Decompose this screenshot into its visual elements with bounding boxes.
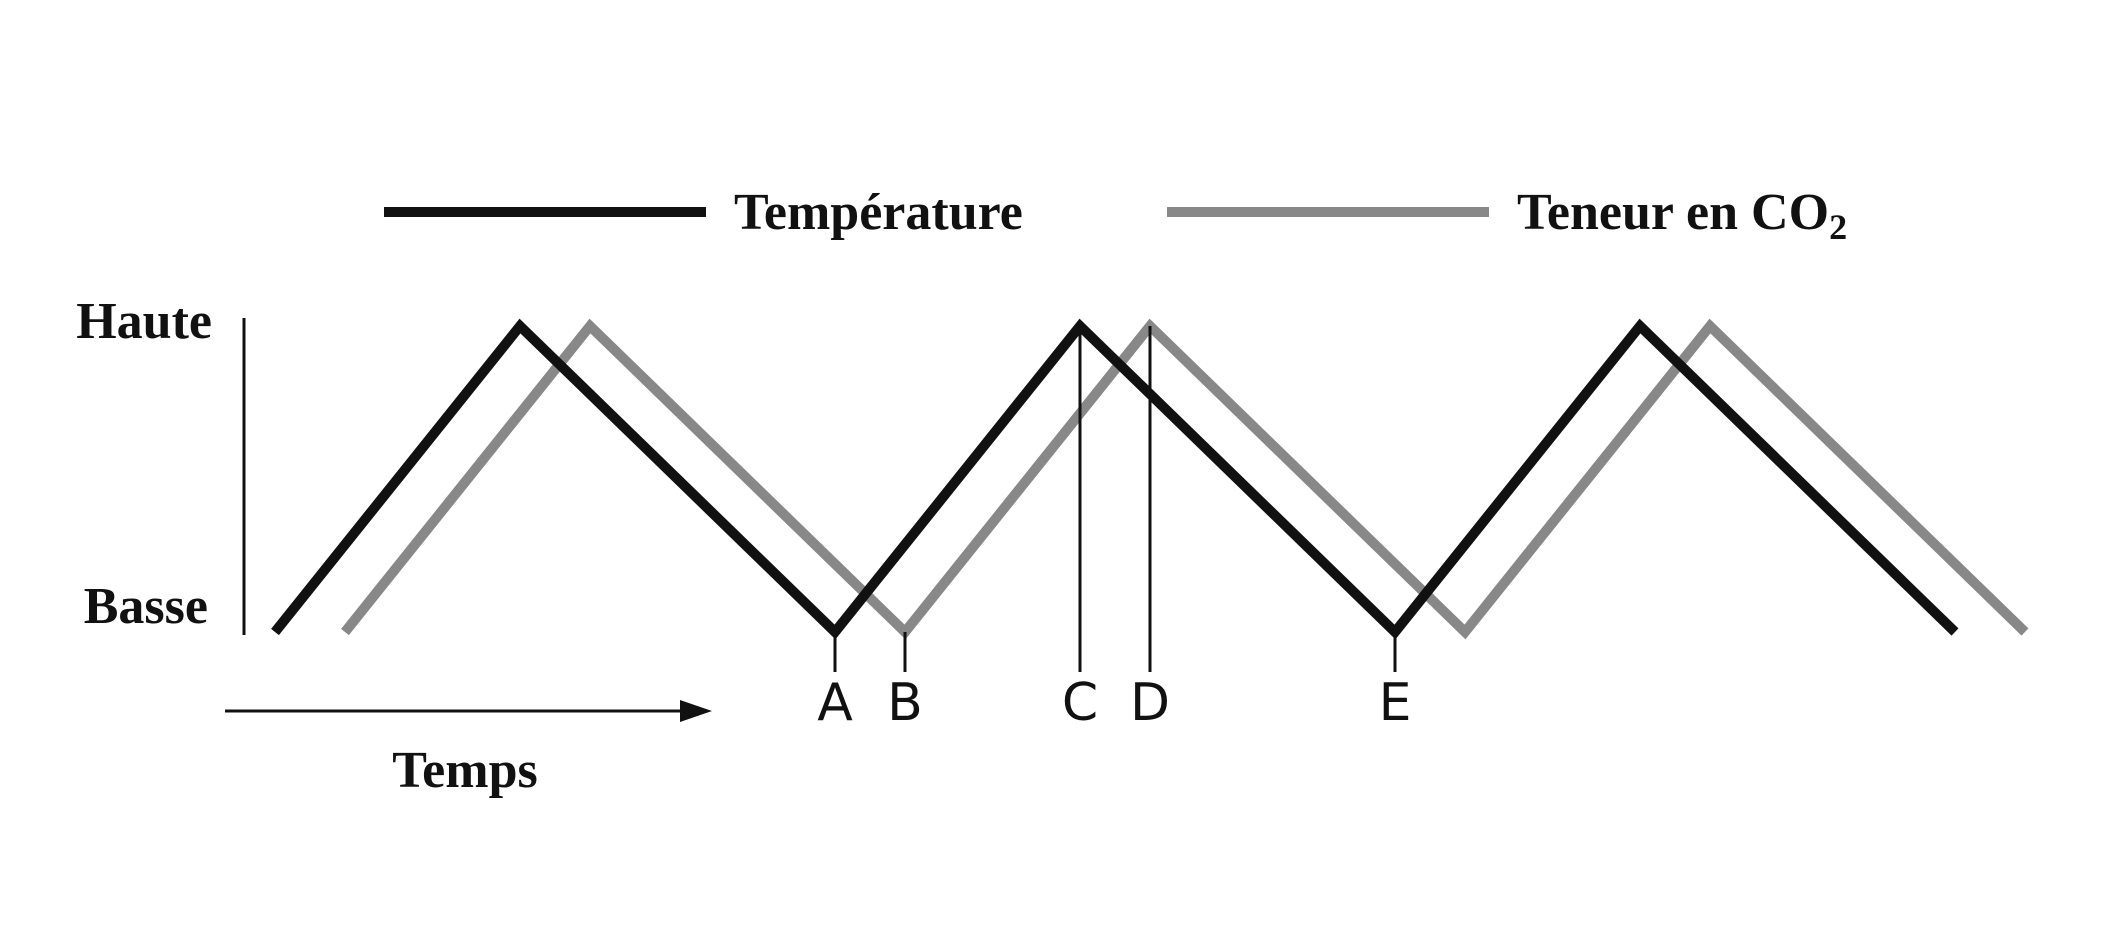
y-tick-label-low: Basse xyxy=(84,578,208,635)
legend-label-temperature: Température xyxy=(734,184,1023,241)
marker-label-d: D xyxy=(1130,673,1170,733)
x-axis: Temps xyxy=(225,700,712,799)
marker-label-e: E xyxy=(1379,673,1412,733)
time-arrow-head xyxy=(680,700,712,722)
legend: Température Teneur en CO2 xyxy=(384,184,1847,247)
series-line-co2 xyxy=(341,318,2029,640)
marker-label-b: B xyxy=(887,673,923,733)
marker-label-c: C xyxy=(1062,673,1098,733)
marker-label-a: A xyxy=(817,673,853,733)
legend-label-co2: Teneur en CO2 xyxy=(1517,184,1847,247)
legend-label-co2-main: Teneur en CO xyxy=(1517,184,1829,241)
y-tick-label-high: Haute xyxy=(76,293,212,350)
x-axis-label: Temps xyxy=(392,742,537,799)
legend-label-co2-subscript: 2 xyxy=(1829,207,1847,247)
y-axis: Haute Basse xyxy=(76,293,246,635)
